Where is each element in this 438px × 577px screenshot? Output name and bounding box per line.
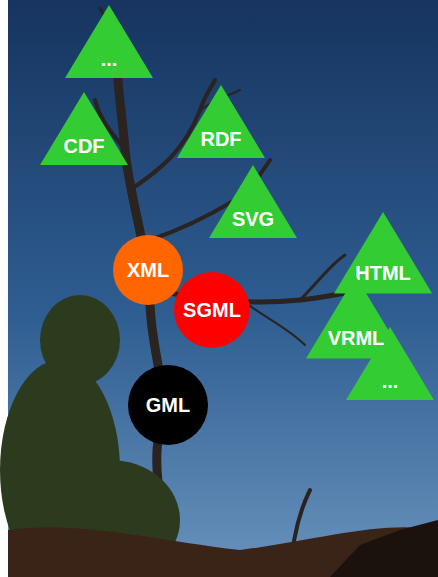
language-circle: GML [128,365,208,445]
language-name: XML [127,259,169,282]
language-name: CDF [63,135,104,158]
language-name: ... [382,370,399,393]
language-name: VRML [328,327,385,350]
language-circle: XML [113,235,183,305]
language-triangle: SVG [209,165,297,238]
language-triangle: VRML [306,276,405,358]
language-name: RDF [200,128,241,151]
language-triangle: CDF [40,92,128,165]
language-triangle: RDF [177,85,265,158]
language-name: ... [101,48,118,71]
language-circle: SGML [174,272,250,348]
language-triangle: ... [65,5,153,78]
language-name: SVG [232,208,274,231]
language-name: SGML [183,299,241,322]
language-name: HTML [355,262,411,285]
language-name: GML [146,394,190,417]
language-triangle: HTML [334,212,432,293]
